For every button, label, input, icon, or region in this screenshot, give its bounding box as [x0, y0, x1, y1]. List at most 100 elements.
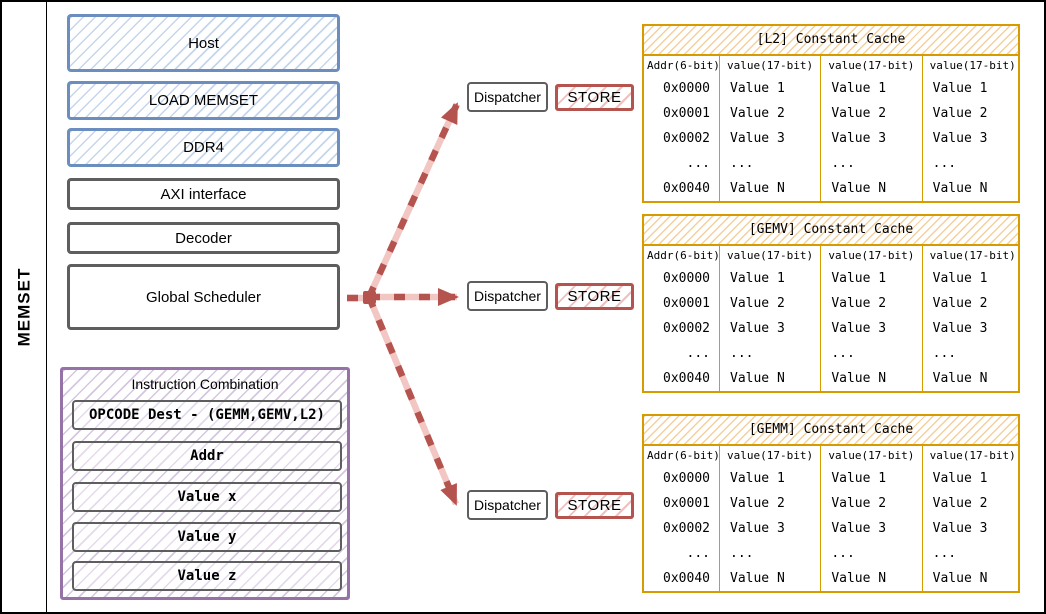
- column-header: value(17-bit): [727, 449, 814, 462]
- table-cell: Value 3: [730, 131, 785, 146]
- column-header: Addr(6-bit): [647, 249, 720, 262]
- dispatcher-box-2: Dispatcher: [467, 281, 548, 311]
- addr-field: Addr: [72, 441, 342, 471]
- table-cell: 0x0040: [663, 181, 710, 196]
- column-header: value(17-bit): [727, 59, 814, 72]
- column-header: value(17-bit): [828, 59, 915, 72]
- addr-column: Addr(6-bit) 0x0000 0x0001 0x0002 ... 0x0…: [644, 246, 720, 391]
- dispatcher-label: Dispatcher: [474, 288, 541, 304]
- table-cell: Value 3: [831, 131, 887, 146]
- table-cell: ...: [730, 346, 754, 361]
- table-cell: 0x0000: [663, 271, 710, 286]
- table-cell: Value 1: [932, 81, 988, 96]
- cache-body: Addr(6-bit) 0x0000 0x0001 0x0002 ... 0x0…: [644, 446, 1018, 591]
- table-cell: Value 1: [831, 471, 887, 486]
- value-column: value(17-bit) Value 1 Value 2 Value 3 ..…: [719, 446, 820, 591]
- addr-column: Addr(6-bit) 0x0000 0x0001 0x0002 ... 0x0…: [644, 446, 720, 591]
- table-cell: ...: [831, 346, 855, 361]
- value-z-field: Value z: [72, 561, 342, 591]
- load-memset-label: LOAD MEMSET: [148, 92, 259, 109]
- cache-table-gemv: [GEMV] Constant Cache Addr(6-bit) 0x0000…: [642, 214, 1020, 393]
- ddr4-label: DDR4: [183, 139, 224, 156]
- table-cell: Value 2: [932, 496, 988, 511]
- table-cell: Value 2: [730, 496, 785, 511]
- value-column: value(17-bit) Value 1 Value 2 Value 3 ..…: [719, 246, 820, 391]
- table-cell: Value 1: [730, 471, 785, 486]
- table-cell: Value 2: [932, 296, 988, 311]
- table-cell: Value 2: [932, 106, 988, 121]
- table-cell: 0x0000: [663, 81, 710, 96]
- memset-sidebar: MEMSET: [2, 2, 47, 612]
- column-header: Addr(6-bit): [647, 59, 720, 72]
- value-column: value(17-bit) Value 1 Value 2 Value 3 ..…: [719, 56, 820, 201]
- store-box-1: STORE: [555, 84, 634, 111]
- axi-interface-box: AXI interface: [67, 178, 340, 210]
- column-header: Addr(6-bit): [647, 449, 720, 462]
- cache-body: Addr(6-bit) 0x0000 0x0001 0x0002 ... 0x0…: [644, 246, 1018, 391]
- table-cell: ...: [730, 546, 754, 561]
- table-cell: Value N: [730, 181, 785, 196]
- addr-column: Addr(6-bit) 0x0000 0x0001 0x0002 ... 0x0…: [644, 56, 720, 201]
- table-cell: ...: [686, 156, 710, 171]
- table-cell: ...: [932, 346, 957, 361]
- table-cell: 0x0040: [663, 571, 710, 586]
- store-label: STORE: [567, 497, 622, 514]
- table-cell: Value 3: [730, 521, 785, 536]
- table-cell: ...: [730, 156, 754, 171]
- table-cell: 0x0040: [663, 371, 710, 386]
- column-header: value(17-bit): [828, 249, 915, 262]
- table-cell: Value 3: [831, 521, 887, 536]
- table-cell: Value 1: [932, 271, 988, 286]
- table-cell: Value 2: [831, 496, 887, 511]
- dispatcher-label: Dispatcher: [474, 497, 541, 513]
- cache-title: [L2] Constant Cache: [644, 26, 1018, 56]
- decoder-box: Decoder: [67, 222, 340, 254]
- table-cell: 0x0001: [663, 496, 710, 511]
- decoder-label: Decoder: [175, 229, 232, 247]
- value-y-field-label: Value y: [177, 529, 237, 545]
- table-cell: 0x0000: [663, 471, 710, 486]
- host-box: Host: [67, 14, 340, 72]
- table-cell: ...: [932, 546, 957, 561]
- table-cell: ...: [686, 346, 710, 361]
- table-cell: Value 1: [831, 81, 887, 96]
- axi-interface-label: AXI interface: [160, 185, 247, 203]
- value-column: value(17-bit) Value 1 Value 2 Value 3 ..…: [820, 446, 921, 591]
- cache-table-gemm: [GEMM] Constant Cache Addr(6-bit) 0x0000…: [642, 414, 1020, 593]
- table-cell: Value 2: [831, 106, 887, 121]
- value-x-field: Value x: [72, 482, 342, 512]
- table-cell: 0x0001: [663, 106, 710, 121]
- value-column: value(17-bit) Value 1 Value 2 Value 3 ..…: [820, 56, 921, 201]
- table-cell: Value 2: [730, 106, 785, 121]
- value-column: value(17-bit) Value 1 Value 2 Value 3 ..…: [921, 246, 1018, 391]
- load-memset-box: LOAD MEMSET: [67, 81, 340, 120]
- table-cell: ...: [831, 156, 855, 171]
- table-cell: Value N: [831, 571, 887, 586]
- opcode-field-label: OPCODE Dest - (GEMM,GEMV,L2): [88, 407, 325, 423]
- dispatcher-box-3: Dispatcher: [467, 490, 548, 520]
- table-cell: 0x0002: [663, 521, 710, 536]
- table-cell: Value N: [831, 181, 887, 196]
- cache-title: [GEMM] Constant Cache: [644, 416, 1018, 446]
- column-header: value(17-bit): [929, 249, 1016, 262]
- table-cell: Value 3: [831, 321, 887, 336]
- value-y-field: Value y: [72, 522, 342, 552]
- global-scheduler-label: Global Scheduler: [145, 288, 262, 306]
- table-cell: Value 2: [831, 296, 887, 311]
- instruction-combination-panel: Instruction Combination OPCODE Dest - (G…: [60, 367, 350, 600]
- store-label: STORE: [567, 288, 622, 305]
- store-box-2: STORE: [555, 283, 634, 310]
- value-z-field-label: Value z: [177, 568, 237, 584]
- value-column: value(17-bit) Value 1 Value 2 Value 3 ..…: [820, 246, 921, 391]
- table-cell: Value 1: [831, 271, 887, 286]
- host-label: Host: [188, 34, 219, 52]
- table-cell: ...: [831, 546, 855, 561]
- value-x-field-label: Value x: [177, 489, 237, 505]
- value-column: value(17-bit) Value 1 Value 2 Value 3 ..…: [921, 56, 1018, 201]
- table-cell: Value 3: [932, 321, 988, 336]
- dispatcher-label: Dispatcher: [474, 89, 541, 105]
- table-cell: Value N: [831, 371, 887, 386]
- ddr4-box: DDR4: [67, 128, 340, 167]
- table-cell: Value 3: [730, 321, 785, 336]
